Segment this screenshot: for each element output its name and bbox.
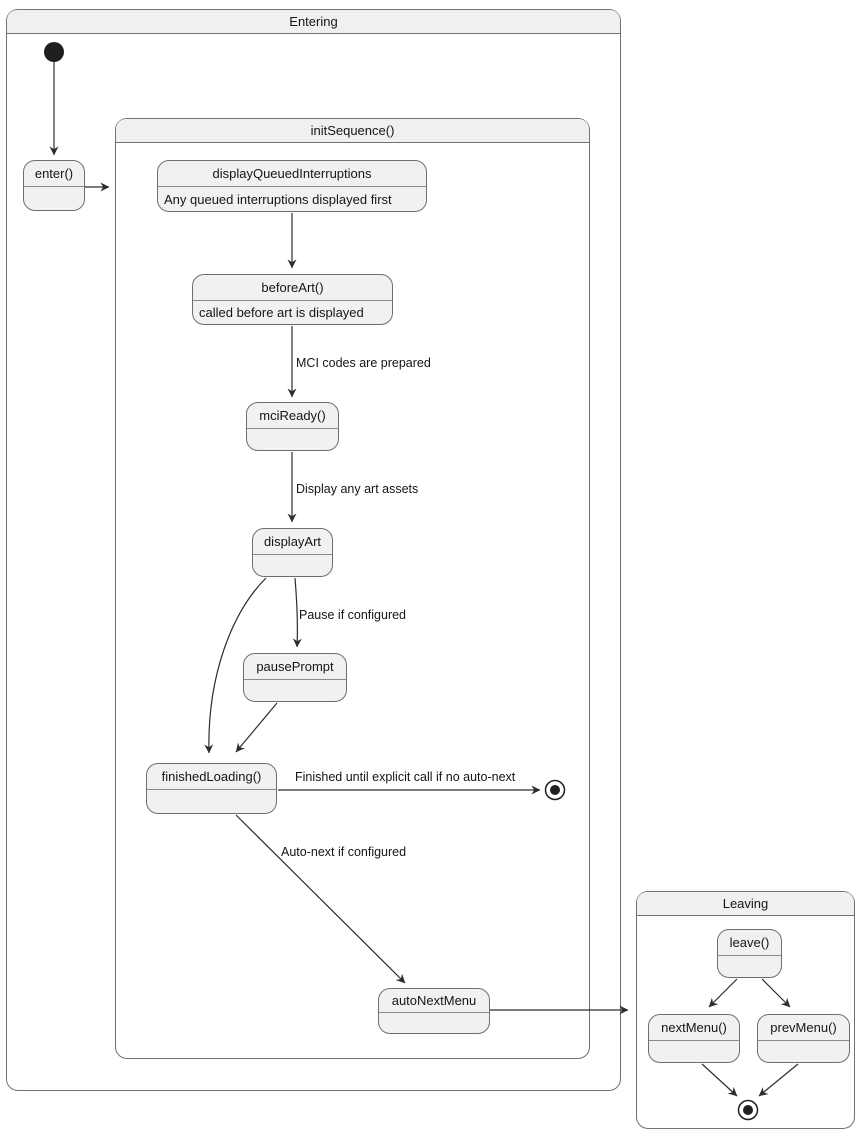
state-before-art-note: called before art is displayed (199, 305, 364, 320)
state-finished-loading: finishedLoading() (146, 763, 277, 814)
state-prev-menu: prevMenu() (757, 1014, 850, 1063)
state-pause-prompt-body (244, 680, 346, 701)
state-prev-menu-body (758, 1041, 849, 1062)
container-leaving-title: Leaving (722, 896, 769, 911)
state-auto-next-menu-title: autoNextMenu (379, 989, 489, 1013)
state-auto-next-menu-body (379, 1013, 489, 1033)
state-before-art: beforeArt() called before art is display… (192, 274, 393, 325)
state-prev-menu-title: prevMenu() (758, 1015, 849, 1041)
state-enter-body (24, 187, 84, 210)
state-auto-next-menu: autoNextMenu (378, 988, 490, 1034)
edge-label-display-any-art-assets: Display any art assets (296, 482, 419, 496)
edge-label-mci-codes-prepared: MCI codes are prepared (296, 356, 431, 370)
state-next-menu-title: nextMenu() (649, 1015, 739, 1041)
state-display-art: displayArt (252, 528, 333, 577)
edge-label-pause-if-configured: Pause if configured (299, 608, 407, 622)
state-enter-title: enter() (24, 161, 84, 187)
state-leave-title: leave() (718, 930, 781, 956)
container-entering-header: Entering (7, 10, 620, 34)
state-pause-prompt-title: pausePrompt (244, 654, 346, 680)
state-display-art-title: displayArt (253, 529, 332, 555)
state-enter: enter() (23, 160, 85, 211)
state-next-menu: nextMenu() (648, 1014, 740, 1063)
state-mci-ready-title: mciReady() (247, 403, 338, 429)
container-leaving: Leaving (636, 891, 855, 1129)
state-display-art-body (253, 555, 332, 576)
state-display-queued-interruptions-note: Any queued interruptions displayed first (164, 191, 392, 207)
state-finished-loading-body (147, 790, 276, 813)
container-init-sequence: initSequence() (115, 118, 590, 1059)
state-pause-prompt: pausePrompt (243, 653, 347, 702)
state-next-menu-body (649, 1041, 739, 1062)
container-entering-title: Entering (289, 14, 338, 29)
state-display-queued-interruptions-title: displayQueuedInterruptions (158, 161, 426, 187)
container-init-sequence-title: initSequence() (310, 123, 395, 138)
state-finished-loading-title: finishedLoading() (147, 764, 276, 790)
state-display-queued-interruptions: displayQueuedInterruptions Any queued in… (157, 160, 427, 212)
container-leaving-header: Leaving (637, 892, 854, 916)
edge-label-finished-until-explicit-call: Finished until explicit call if no auto-… (295, 770, 516, 784)
state-mci-ready: mciReady() (246, 402, 339, 451)
state-leave-body (718, 956, 781, 977)
state-before-art-title: beforeArt() (193, 275, 392, 301)
state-leave: leave() (717, 929, 782, 978)
state-mci-ready-body (247, 429, 338, 450)
edge-label-auto-next-if-configured: Auto-next if configured (281, 845, 407, 859)
container-init-sequence-header: initSequence() (116, 119, 589, 143)
